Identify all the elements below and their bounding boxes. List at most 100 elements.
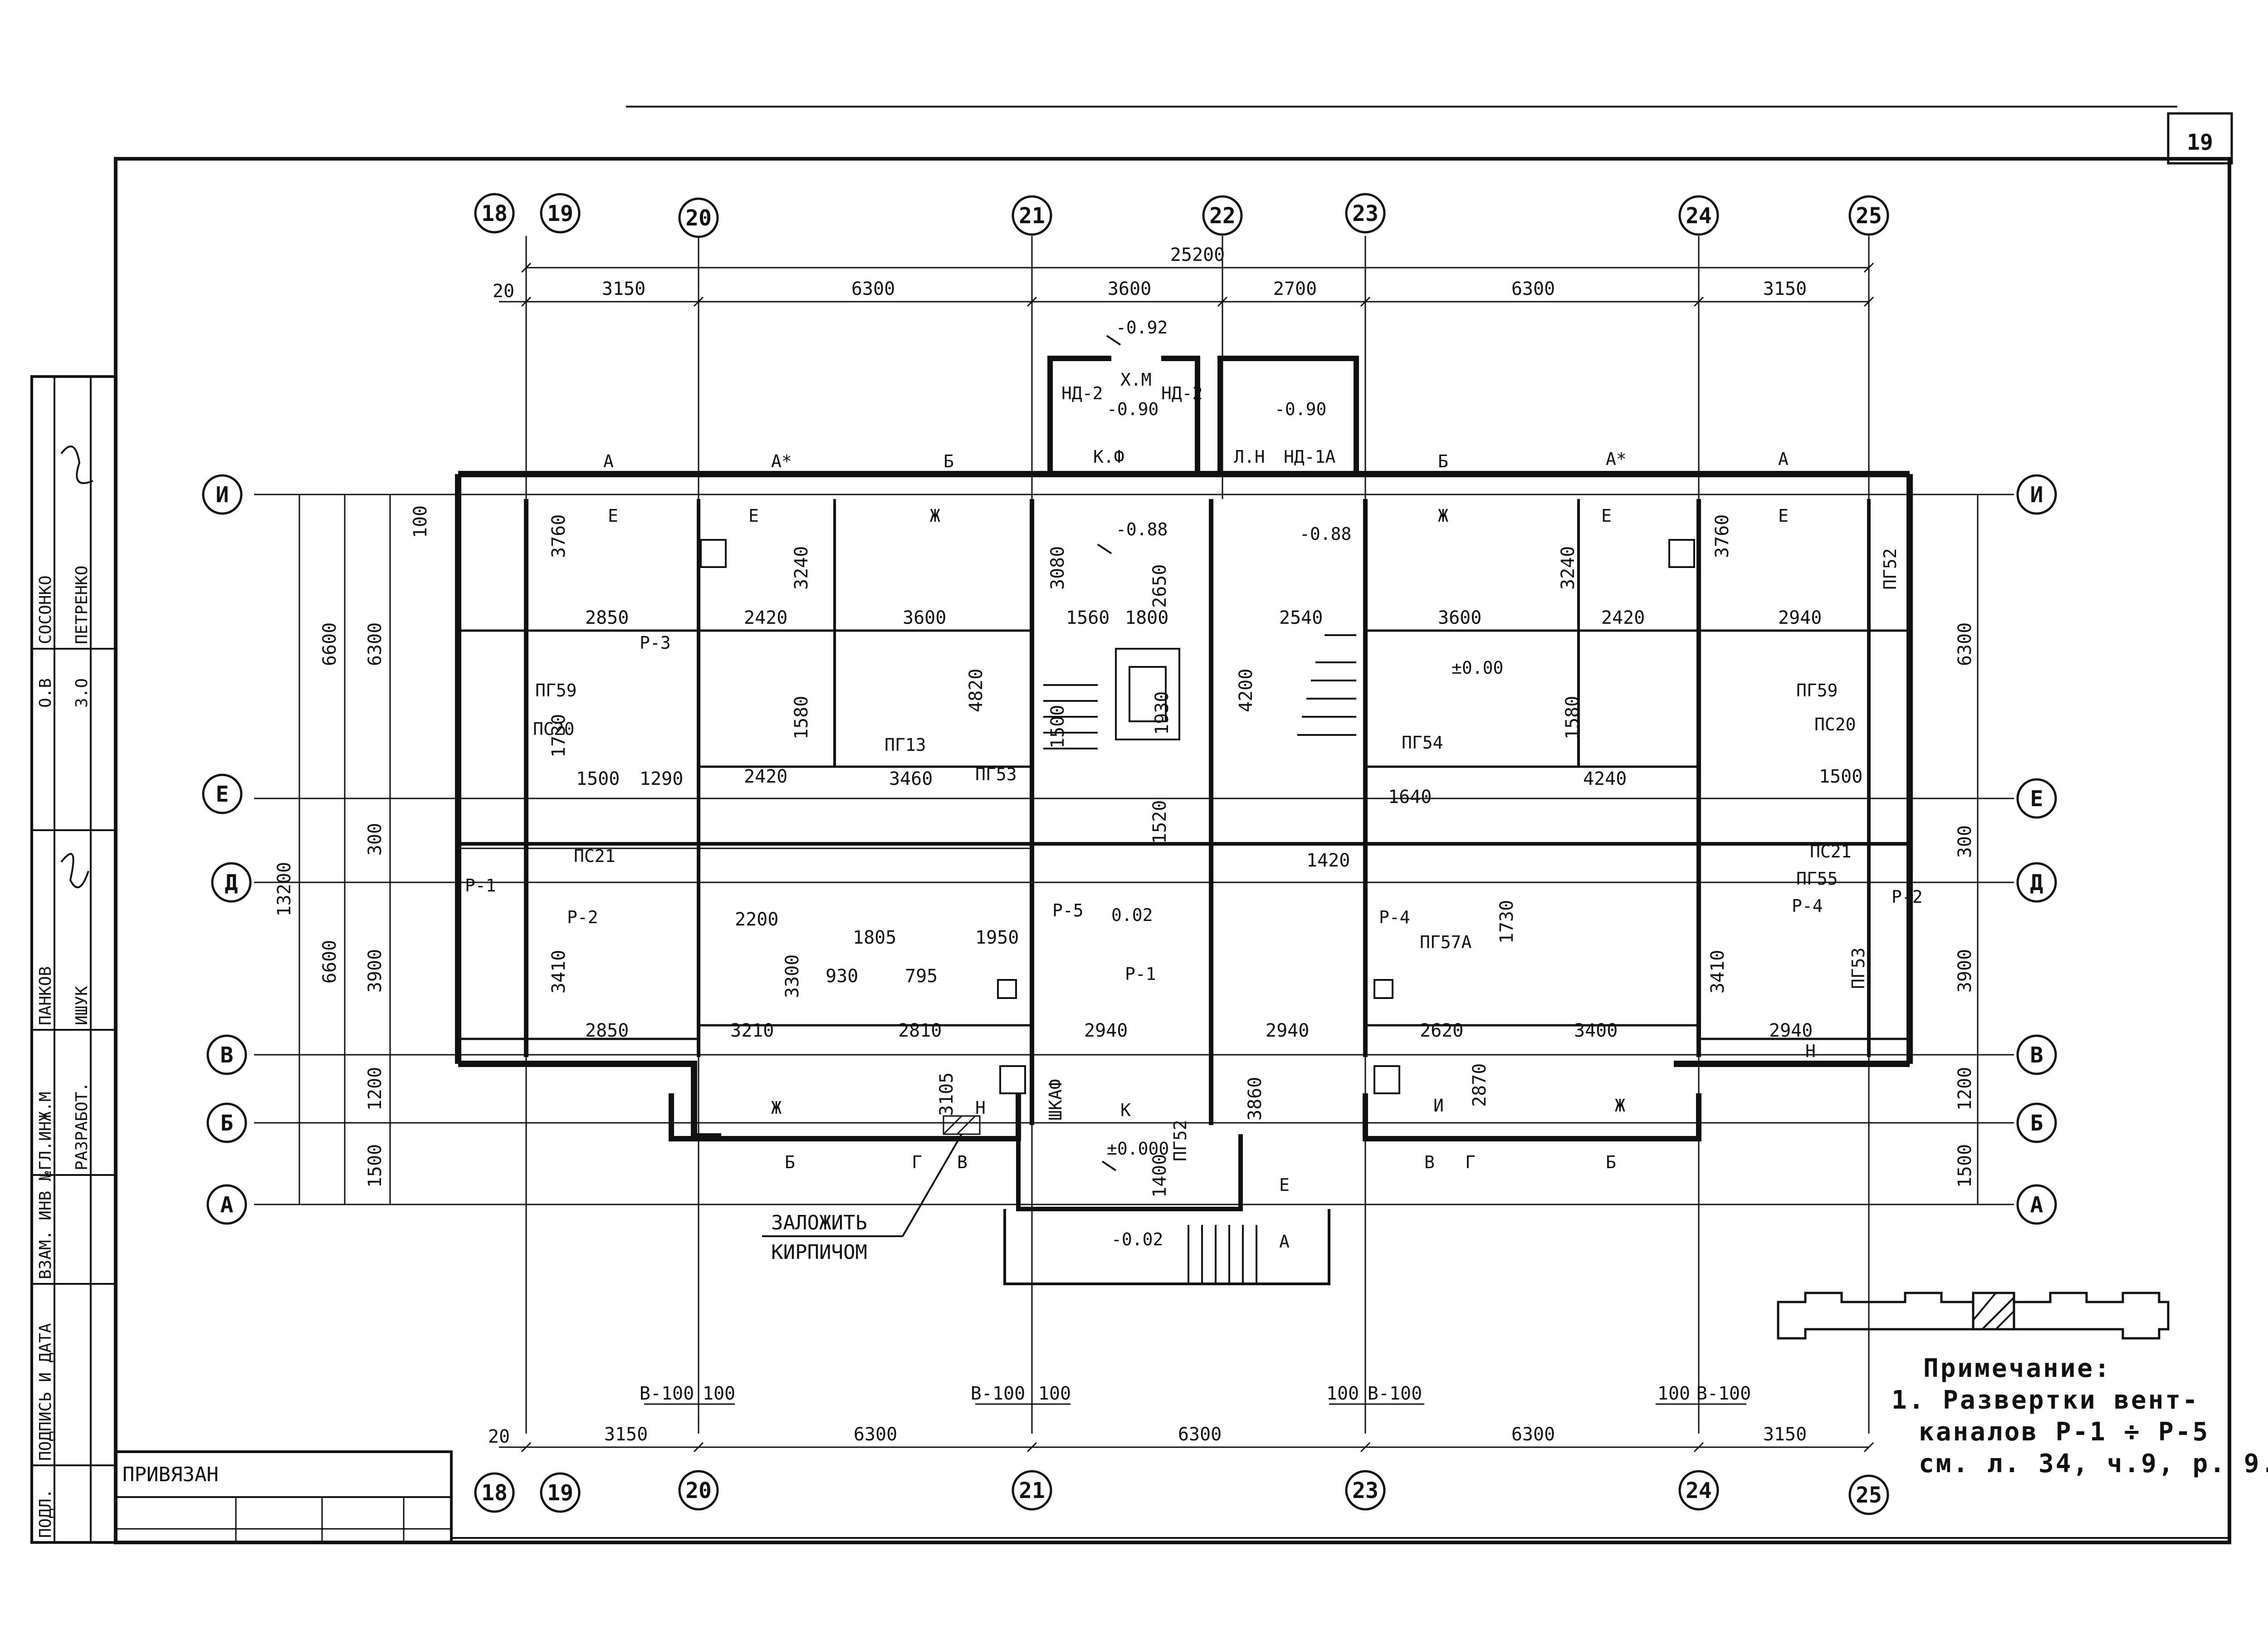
room-label: Н: [975, 1098, 986, 1118]
axis-bubble-A-left: А: [206, 1184, 247, 1225]
dim-left-300: 300: [365, 823, 386, 856]
room-label: Л.Н: [1234, 447, 1265, 467]
room-dim: 3460: [889, 769, 933, 789]
room-label: Р-3: [640, 633, 671, 653]
zalozhit-line1: ЗАЛОЖИТЬ: [771, 1211, 867, 1234]
stair-right: [1297, 634, 1356, 736]
stamp-name4-1: СОСОНКО: [36, 575, 55, 644]
dimension-texts-bottom: 20 3150 6300 6300 6300 3150 В-100 100 В-…: [488, 1383, 1807, 1447]
window-label: Г: [912, 1152, 922, 1172]
room-label: ПГ53: [975, 764, 1017, 784]
room-dim: 2540: [1279, 607, 1323, 628]
room-dim: 3410: [548, 950, 569, 994]
room-label: ПГ53: [1848, 947, 1868, 989]
axis-bubble-I-left: И: [202, 474, 243, 515]
room-label: И: [1433, 1096, 1444, 1116]
stamp-name-1: ПАНКОВ: [36, 966, 55, 1025]
svg-text:19: 19: [547, 1480, 573, 1506]
room-label: ПГ55: [1796, 869, 1838, 889]
svg-text:20: 20: [685, 1478, 712, 1503]
dim-top-6300b: 6300: [1511, 279, 1555, 299]
axis-bubble-20-bottom: 20: [678, 1470, 719, 1511]
window-label: Ж: [771, 1098, 782, 1118]
dim-left-13200: 13200: [274, 862, 295, 916]
axis-bubble-I-right: И: [2016, 474, 2057, 515]
svg-text:21: 21: [1019, 203, 1045, 229]
dim-top-3600: 3600: [1108, 279, 1151, 299]
dimension-texts-left: 13200 6600 6600 1200 1500 6300 300 3900 …: [274, 505, 431, 1188]
axis-bubble-E-left: Е: [202, 773, 243, 814]
svg-text:20: 20: [685, 206, 712, 231]
svg-text:В: В: [2030, 1043, 2043, 1068]
room-label: Е: [1601, 506, 1612, 526]
level-top-left: -0.92: [1116, 318, 1168, 338]
dim-top-2700: 2700: [1273, 279, 1317, 299]
svg-text:В: В: [220, 1043, 234, 1068]
room-label: ПС21: [1810, 842, 1852, 862]
room-dim: 2810: [898, 1020, 942, 1041]
dim-left-1200: 1200: [365, 1067, 386, 1111]
svg-text:Б: Б: [2030, 1111, 2043, 1136]
dim-bottom-20: 20: [488, 1426, 510, 1447]
room-label: ПГ52: [1170, 1120, 1190, 1161]
axis-bubble-B-left: Б: [206, 1102, 247, 1143]
signature: [60, 445, 93, 484]
room-label: ПГ54: [1402, 733, 1443, 753]
room-dim: 3210: [730, 1020, 774, 1041]
axis-bubble-23-top: 23: [1345, 193, 1386, 234]
room-dim: 2650: [1149, 564, 1170, 608]
room-label: Е: [1778, 506, 1789, 526]
room-dim: 1730: [548, 714, 569, 758]
axis-bubble-20-top: 20: [678, 197, 719, 238]
svg-text:Е: Е: [2030, 786, 2043, 812]
room-dim: 2940: [1084, 1020, 1128, 1041]
level-stair-left: -0.88: [1116, 519, 1168, 539]
room-label: НД-2: [1061, 383, 1103, 403]
stamp-name3-1: О.В: [36, 678, 55, 708]
room-label: Р-4: [1379, 907, 1410, 927]
room-label: Х.М: [1120, 370, 1152, 390]
dim-b100-5: 100: [1326, 1383, 1359, 1404]
axis-bubble-A-right: А: [2016, 1184, 2057, 1225]
room-dim: 4200: [1236, 669, 1256, 712]
dim-top-3150a: 3150: [602, 279, 645, 299]
room-label: ПГ59: [535, 680, 577, 700]
stamp-side-1: ВЗАМ. ИНВ №: [36, 1171, 55, 1279]
room-label: Р-1: [1125, 964, 1156, 984]
room-dim: 2870: [1469, 1063, 1490, 1107]
svg-text:24: 24: [1686, 203, 1712, 229]
window-label: А*: [1606, 449, 1627, 469]
window-label: В: [957, 1152, 968, 1172]
dimension-texts-right: 6300 300 3900 1200 1500: [1955, 622, 1975, 1188]
window-label: Е: [1279, 1175, 1290, 1195]
room-dim: 2420: [1601, 607, 1645, 628]
svg-text:22: 22: [1209, 203, 1236, 229]
stamp-name-2: ИШУК: [73, 986, 91, 1025]
axis-bubble-V-left: В: [206, 1034, 247, 1075]
dim-right-6300: 6300: [1955, 622, 1975, 666]
room-dim: 1800: [1125, 607, 1168, 628]
stair-entry: [1188, 1225, 1257, 1284]
room-dim: 1580: [1562, 696, 1583, 739]
room-label: Е: [748, 506, 759, 526]
room-label: Ж: [930, 506, 940, 526]
room-label: Р-2: [1892, 887, 1923, 907]
stamp-side-3: ПОДЛ.: [36, 1489, 55, 1538]
dim-left-3900: 3900: [365, 949, 386, 993]
title-stamp: ГЛ.ИНЖ.М РАЗРАБОТ. ПАНКОВ ИШУК О.В З.О С…: [36, 445, 93, 1538]
room-dim: 1500: [576, 769, 620, 789]
dim-bottom-6300a: 6300: [854, 1424, 897, 1445]
room-dim: 2940: [1266, 1020, 1309, 1041]
level-porch: -0.02: [1111, 1229, 1163, 1249]
note-line-2: каналов Р-1 ÷ Р-5: [1919, 1417, 2209, 1447]
dimension-lines-top: [499, 262, 1874, 307]
stamp-role-1: ГЛ.ИНЖ.М: [36, 1092, 55, 1170]
window-label: Ж: [1615, 1096, 1625, 1116]
room-label: Е: [608, 506, 618, 526]
svg-text:Д: Д: [225, 870, 238, 896]
window-label: Б: [785, 1152, 795, 1172]
room-dim: 3600: [903, 607, 946, 628]
note-line-3: см. л. 34, ч.9, р. 9.2-5: [1919, 1449, 2268, 1478]
dim-total-top: 25200: [1170, 245, 1225, 265]
dim-top-3150b: 3150: [1763, 279, 1807, 299]
